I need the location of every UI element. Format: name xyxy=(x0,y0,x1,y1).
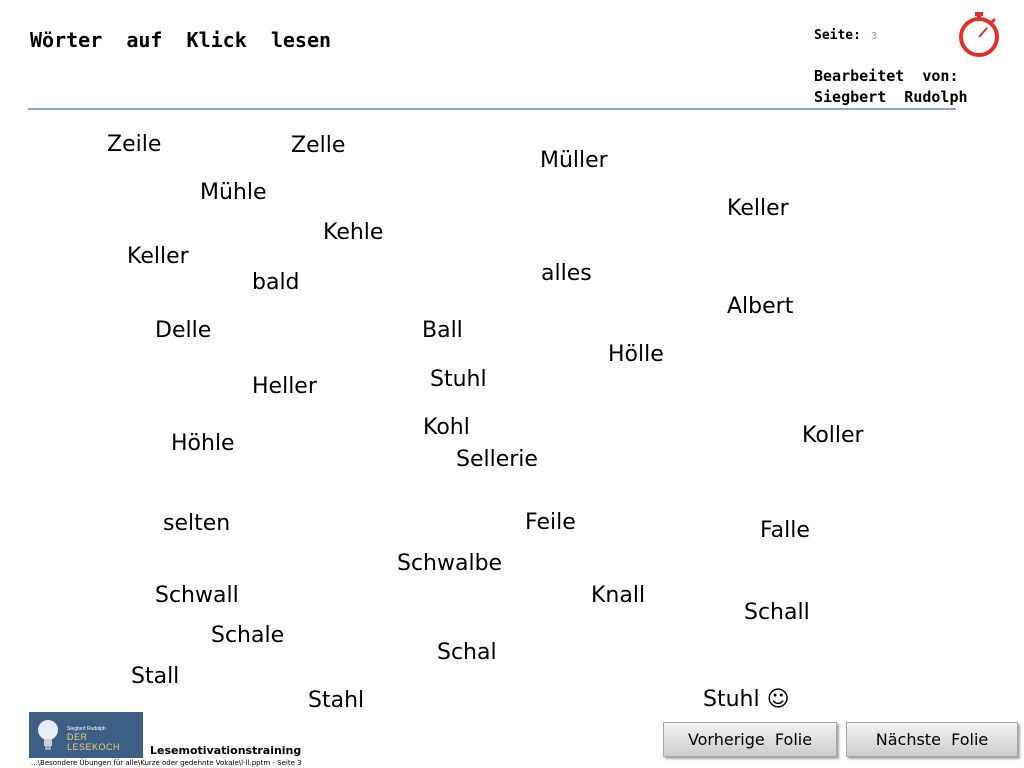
word-item[interactable]: Falle xyxy=(760,518,810,543)
word-item[interactable]: Stall xyxy=(131,664,180,689)
footer-file-path: ...\Besondere Übungen für alle\Kurze ode… xyxy=(31,759,302,767)
word-item[interactable]: Ball xyxy=(422,318,463,343)
word-item[interactable]: Hölle xyxy=(608,342,664,367)
word-item[interactable]: Mühle xyxy=(200,180,267,205)
word-item[interactable]: Sellerie xyxy=(456,447,538,472)
word-item[interactable]: Albert xyxy=(727,294,794,319)
logo-author-text: Siegbert Rudolph xyxy=(67,726,106,732)
word-item[interactable]: Schale xyxy=(211,623,285,648)
author-name: Siegbert Rudolph xyxy=(814,88,968,106)
word-item[interactable]: Müller xyxy=(540,148,608,173)
word-item[interactable]: Stuhl ☺ xyxy=(703,687,790,712)
page-title: Wörter auf Klick lesen xyxy=(30,28,332,52)
header-divider xyxy=(28,108,956,110)
word-item[interactable]: Zeile xyxy=(107,132,162,157)
edited-by-label: Bearbeitet von: xyxy=(814,67,959,85)
lesekoch-logo: Siegbert Rudolph DER LESEKOCH xyxy=(29,712,143,758)
word-item[interactable]: Stahl xyxy=(308,688,365,713)
next-slide-button[interactable]: Nächste Folie xyxy=(846,722,1018,757)
word-item[interactable]: alles xyxy=(541,261,592,286)
word-item[interactable]: Schal xyxy=(437,640,497,665)
word-item[interactable]: Keller xyxy=(727,196,789,221)
logo-brand-text: DER LESEKOCH xyxy=(67,732,121,752)
footer-title: Lesemotivationstraining xyxy=(150,744,302,757)
word-item[interactable]: Heller xyxy=(252,374,317,399)
stopwatch-icon[interactable] xyxy=(955,10,1003,58)
word-item[interactable]: Höhle xyxy=(171,431,235,456)
word-item[interactable]: Stuhl xyxy=(430,367,487,392)
page-number: 3 xyxy=(871,31,878,42)
word-item[interactable]: Zelle xyxy=(291,133,346,158)
lightbulb-icon xyxy=(38,720,58,750)
edited-by-block: Bearbeitet von: Siegbert Rudolph xyxy=(814,66,968,108)
word-item[interactable]: Kehle xyxy=(323,220,384,245)
word-item[interactable]: Delle xyxy=(155,318,212,343)
word-item[interactable]: Feile xyxy=(525,510,576,535)
word-item[interactable]: Kohl xyxy=(423,415,470,440)
word-item[interactable]: Schall xyxy=(744,600,810,625)
page-label: Seite: xyxy=(814,28,861,43)
word-item[interactable]: Schwall xyxy=(155,583,239,608)
word-item[interactable]: Knall xyxy=(591,583,646,608)
word-item[interactable]: Keller xyxy=(127,244,189,269)
word-item[interactable]: selten xyxy=(163,511,231,536)
word-item[interactable]: bald xyxy=(252,270,300,295)
word-item[interactable]: Schwalbe xyxy=(397,551,503,576)
previous-slide-button[interactable]: Vorherige Folie xyxy=(663,722,837,757)
word-item[interactable]: Koller xyxy=(802,423,864,448)
